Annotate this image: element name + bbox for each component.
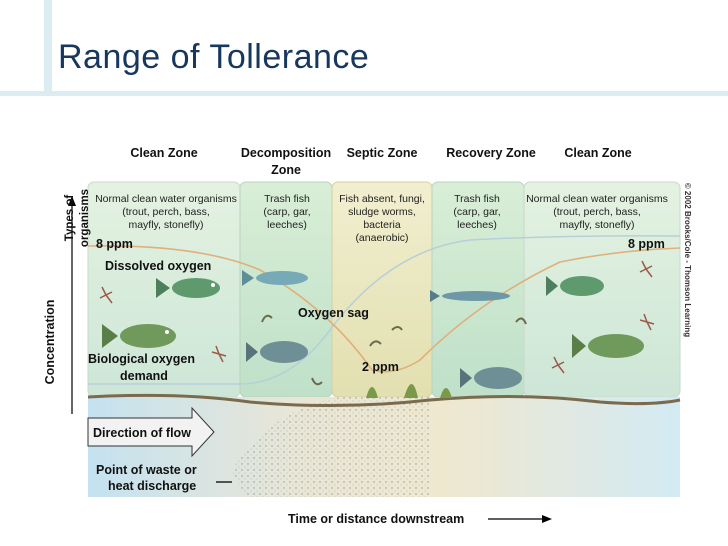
zone-3-organisms-line3: bacteria [363,219,401,231]
zone-1-organisms-line3: mayfly, stonefly) [128,219,203,231]
time-axis-label: Time or distance downstream [288,512,464,526]
sediment-plume [232,397,430,497]
bod-label-line2: demand [120,369,168,383]
copyright-label: © 2002 Brooks/Cole - Thomson Learning [683,183,692,337]
zone-3-name: Septic Zone [347,146,418,160]
oxygen-sag-label: Oxygen sag [298,306,369,320]
ppm-min-label: 2 ppm [362,360,399,374]
clean-fish-icon [156,278,220,298]
zone-2-organisms-line2: (carp, gar, [263,206,310,218]
zone-2-name-line2: Zone [271,163,301,177]
types-of-label: Types of [64,195,76,242]
direction-of-flow-label: Direction of flow [93,426,191,440]
zone-4-organisms-line3: leeches) [457,219,497,231]
recovery-carp-icon [460,367,522,389]
trash-fish-icon [242,270,308,286]
organisms-label: organisms [79,189,91,247]
title-accent-horizontal [0,91,728,96]
bass-fish-right-icon [572,334,644,358]
gar-fish-icon [430,290,510,302]
riverbed [87,393,681,408]
zone-2-organisms-line1: Trash fish [264,193,310,205]
zone-5-organisms-line2: (trout, perch, bass, [553,206,641,218]
zone-5-organisms-line1: Normal clean water organisms [526,193,668,205]
carp-fish-icon [246,341,308,363]
ppm-right-label: 8 ppm [628,237,665,251]
clean-fish-right-icon [546,276,604,296]
zone-3-organisms-line2: sludge worms, [348,206,416,218]
bass-fish-icon [102,324,176,348]
fungi-icons [366,384,452,398]
mayfly-icons [99,260,655,374]
zone-4-organisms-line1: Trash fish [454,193,500,205]
concentration-label: Concentration [43,300,57,385]
dissolved-oxygen-curve [87,245,681,373]
bod-curve [88,235,681,385]
waste-discharge-label-line2: heat discharge [108,479,196,493]
zone-5-name: Clean Zone [564,146,631,160]
concentration-axis-arrowhead [68,196,76,206]
title-accent-vertical [44,0,52,96]
zone-2-name: Decomposition [241,146,331,160]
zone-4-name: Recovery Zone [446,146,536,160]
zone-4-organisms-line2: (carp, gar, [453,206,500,218]
dissolved-oxygen-label: Dissolved oxygen [105,259,211,273]
waste-discharge-label-line1: Point of waste or [96,463,197,477]
zone-5-organisms-line3: mayfly, stonefly) [559,219,634,231]
sludge-worm-icons [261,314,527,386]
slide-title: Range of Tollerance [58,38,370,76]
ppm-left-label: 8 ppm [96,237,133,251]
zone-1-organisms-line2: (trout, perch, bass, [122,206,210,218]
zone-1-organisms-line1: Normal clean water organisms [95,193,237,205]
zone-3-organisms-line4: (anaerobic) [355,232,408,244]
bod-label-line1: Biological oxygen [88,352,195,366]
time-axis-arrowhead [542,515,552,523]
zone-1-name: Clean Zone [130,146,197,160]
zone-2-organisms-line3: leeches) [267,219,307,231]
zone-3-organisms-line1: Fish absent, fungi, [339,193,425,205]
direction-of-flow-arrow [87,406,215,458]
